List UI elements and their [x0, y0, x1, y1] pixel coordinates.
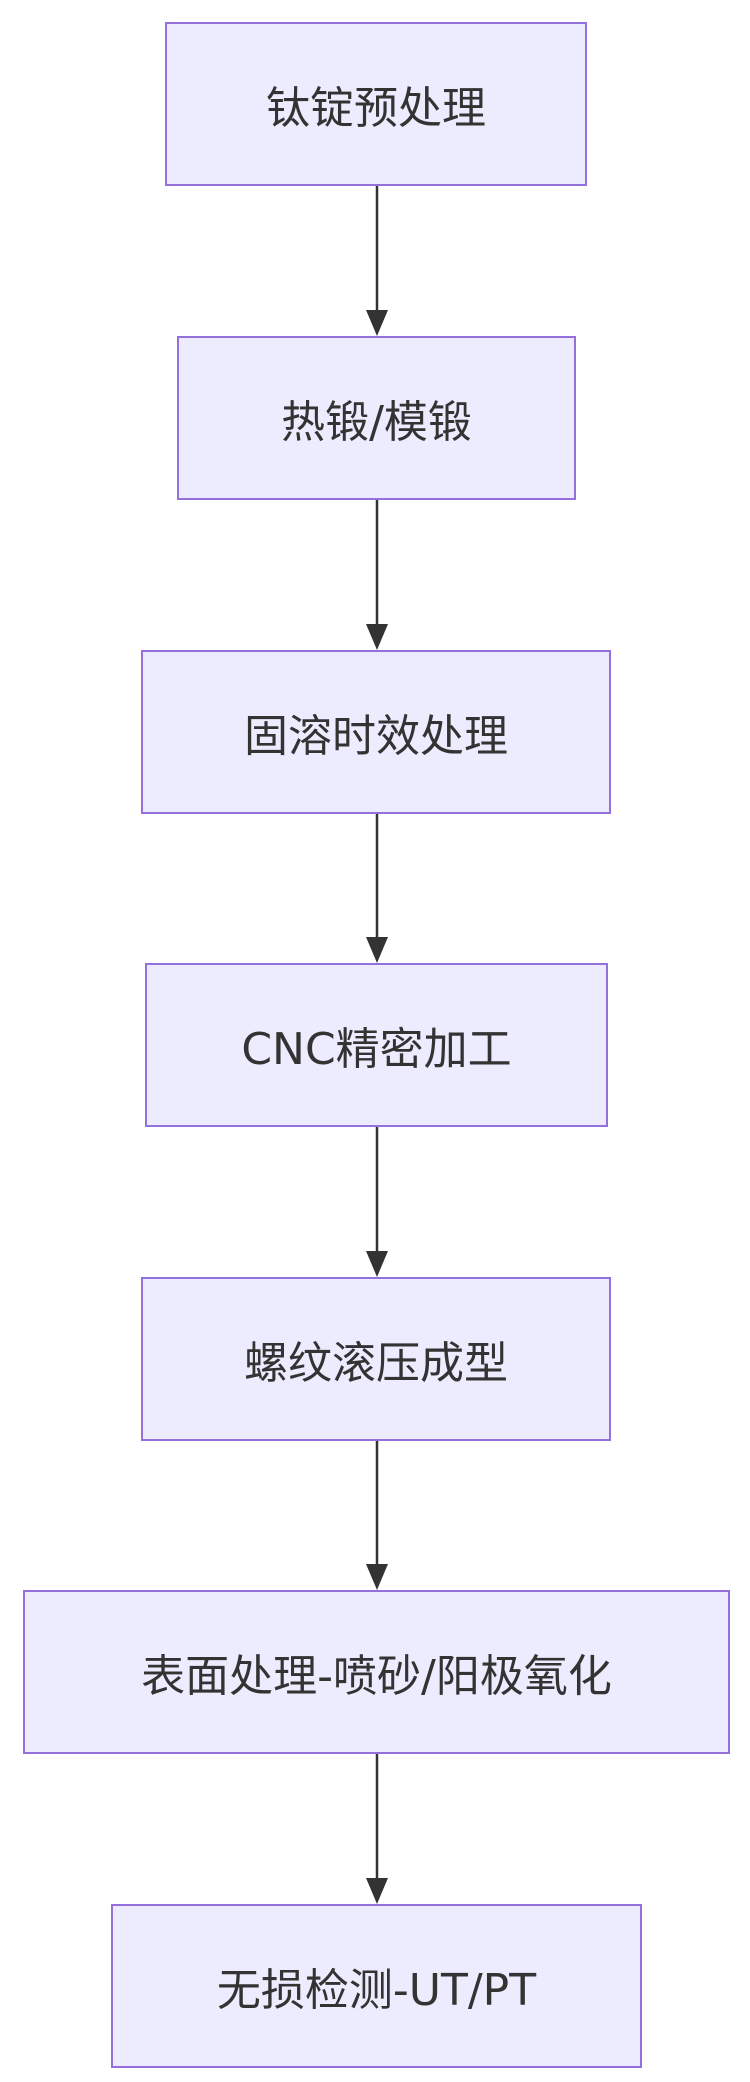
step-1-label: 钛锭预处理 — [266, 83, 486, 134]
arrow-5-to-6 — [366, 1441, 388, 1590]
step-4-label: CNC精密加工 — [241, 1024, 512, 1075]
arrow-3-to-4 — [366, 814, 388, 963]
arrow-4-to-5 — [366, 1127, 388, 1277]
step-6-surface-treatment: 表面处理-喷砂/阳极氧化 — [23, 1590, 730, 1754]
arrow-1-to-2 — [366, 186, 388, 336]
step-3-label: 固溶时效处理 — [244, 711, 508, 762]
step-4-cnc-machining: CNC精密加工 — [145, 963, 608, 1127]
step-1-titanium-ingot-pretreatment: 钛锭预处理 — [165, 22, 587, 186]
step-5-label: 螺纹滚压成型 — [244, 1338, 508, 1389]
arrow-6-to-7 — [366, 1754, 388, 1904]
step-6-label: 表面处理-喷砂/阳极氧化 — [141, 1651, 612, 1702]
step-7-label: 无损检测-UT/PT — [216, 1965, 537, 2016]
arrow-2-to-3 — [366, 500, 388, 650]
step-3-solution-aging-treatment: 固溶时效处理 — [141, 650, 611, 814]
step-5-thread-rolling: 螺纹滚压成型 — [141, 1277, 611, 1441]
step-2-label: 热锻/模锻 — [281, 397, 472, 448]
step-2-hot-forging: 热锻/模锻 — [177, 336, 576, 500]
step-7-nondestructive-testing: 无损检测-UT/PT — [111, 1904, 642, 2068]
